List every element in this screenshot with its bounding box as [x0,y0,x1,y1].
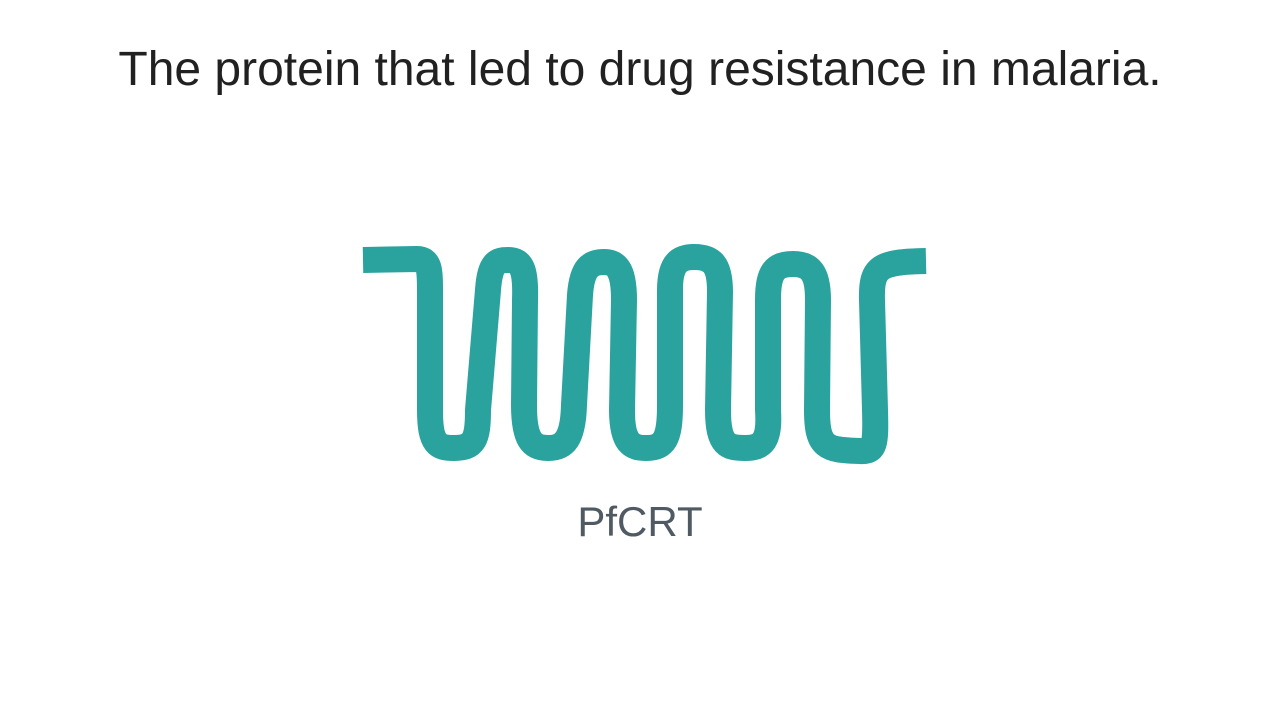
protein-label: PfCRT [577,498,703,545]
slide-title: The protein that led to drug resistance … [118,43,1162,96]
protein-ribbon-path [362,244,927,465]
